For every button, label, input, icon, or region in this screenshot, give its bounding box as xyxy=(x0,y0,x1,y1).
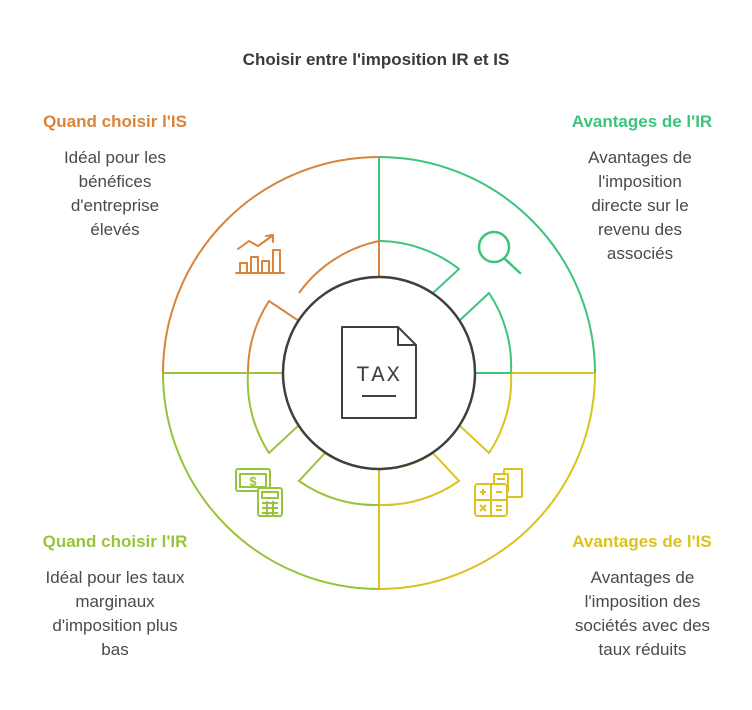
page-title: Choisir entre l'imposition IR et IS xyxy=(242,50,510,69)
heading-quand-choisir-is: Quand choisir l'IS xyxy=(43,112,187,131)
description-line: associés xyxy=(606,244,674,263)
outer-arc-ir-advantages xyxy=(378,156,596,374)
description-line: Avantages de xyxy=(590,568,695,587)
description-line: revenu des xyxy=(597,220,683,239)
outer-arc-is-choice xyxy=(162,156,380,374)
description-line: d'entreprise xyxy=(70,196,160,215)
tax-label: TAX xyxy=(356,363,402,388)
description-line: directe sur le xyxy=(591,196,689,215)
heading-avantages-ir: Avantages de l'IR xyxy=(571,112,713,131)
outer-arc-ir-choice xyxy=(162,372,380,590)
outer-arc-is-advantages xyxy=(378,372,596,590)
description-line: Avantages de xyxy=(588,148,692,167)
description-quand-choisir-ir: Idéal pour les taux marginaux d'impositi… xyxy=(15,566,215,662)
description-line: taux réduits xyxy=(598,640,687,659)
tax-document-icon xyxy=(341,326,417,419)
description-line: bénéfices xyxy=(78,172,152,191)
magnifier-icon xyxy=(477,230,522,275)
description-line: bas xyxy=(101,640,129,659)
description-avantages-is: Avantages de l'imposition des sociétés a… xyxy=(545,566,740,662)
description-avantages-ir: Avantages de l'imposition directe sur le… xyxy=(545,146,735,266)
svg-text:$: $ xyxy=(249,474,257,489)
money-calculator-icon: $ xyxy=(235,468,283,517)
center-circle xyxy=(281,275,477,471)
heading-avantages-is: Avantages de l'IS xyxy=(572,532,712,551)
description-line: Idéal pour les taux xyxy=(45,568,185,587)
description-line: Idéal pour les xyxy=(63,148,167,167)
description-line: sociétés avec des xyxy=(574,616,711,635)
description-line: l'imposition xyxy=(598,172,682,191)
rising-chart-icon xyxy=(235,234,285,274)
description-quand-choisir-is: Idéal pour les bénéfices d'entreprise él… xyxy=(20,146,210,242)
heading-quand-choisir-ir: Quand choisir l'IR xyxy=(42,532,188,551)
description-line: d'imposition plus xyxy=(52,616,178,635)
description-line: élevés xyxy=(90,220,140,239)
calculator-documents-icon xyxy=(474,468,523,517)
description-line: l'imposition des xyxy=(584,592,701,611)
description-line: marginaux xyxy=(75,592,155,611)
